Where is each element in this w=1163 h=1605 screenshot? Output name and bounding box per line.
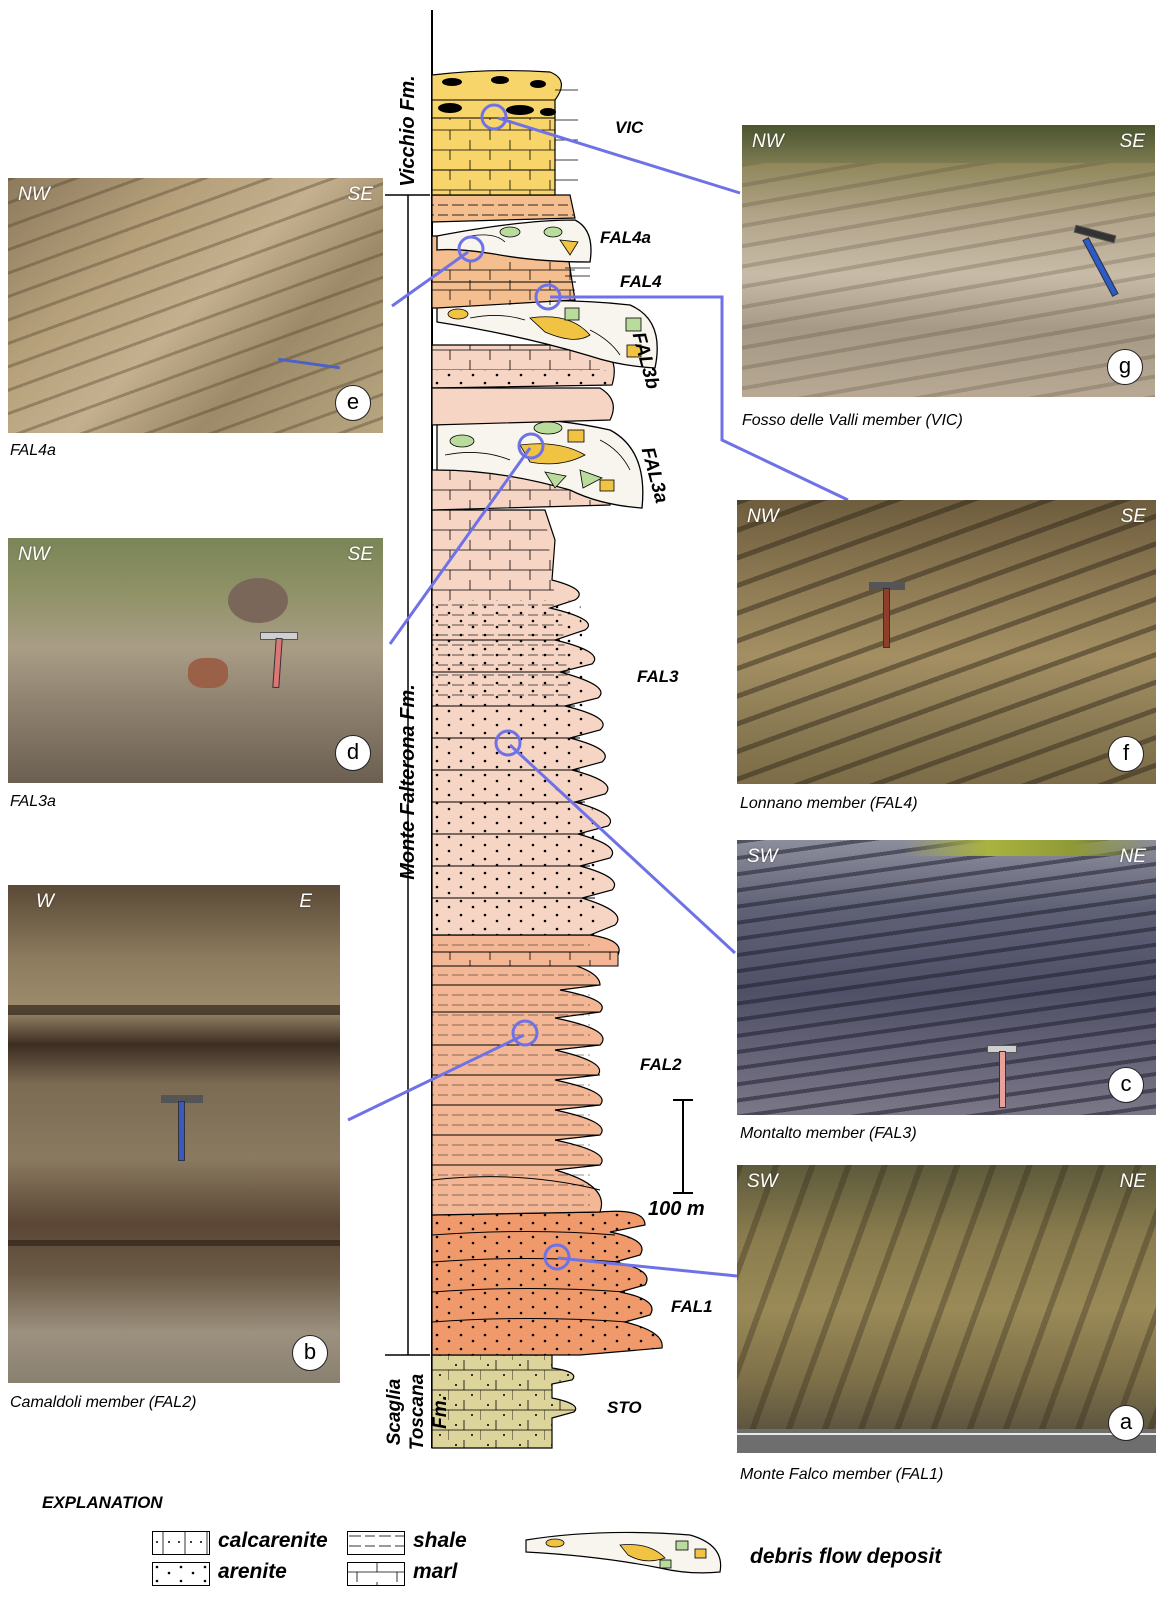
photo-c-left-direction: SW [747, 846, 778, 868]
unit-fal2 [432, 935, 619, 1215]
scale-bar [673, 1100, 693, 1193]
photo-b-left-direction: W [36, 891, 54, 913]
photo-e-badge: e [335, 385, 371, 421]
photo-e-left-direction: NW [18, 184, 50, 206]
formation-label-vicchio: Vicchio Fm. [397, 51, 423, 211]
photo-a-caption: Monte Falco member (FAL1) [740, 1466, 943, 1484]
legend-debris-symbol [526, 1532, 721, 1572]
photo-b-badge: b [292, 1335, 328, 1371]
photo-f-badge: f [1108, 736, 1144, 772]
legend-label-debris-flow: debris flow deposit [750, 1545, 941, 1569]
unit-fal3a [432, 419, 643, 510]
formation-label-falterona: Monte Falterona Fm. [397, 642, 423, 922]
photo-b-caption: Camaldoli member (FAL2) [10, 1394, 196, 1412]
photo-g-left-direction: NW [752, 131, 784, 153]
photo-a-left-direction: SW [747, 1171, 778, 1193]
unit-label-fal2: FAL2 [640, 1055, 682, 1075]
unit-label-fal1: FAL1 [671, 1297, 713, 1317]
photo-c-caption: Montalto member (FAL3) [740, 1125, 917, 1143]
photo-b-right-direction: E [299, 891, 312, 913]
photo-c-right-direction: NE [1120, 846, 1146, 868]
legend-label-shale: shale [413, 1529, 467, 1553]
photo-g-badge: g [1107, 349, 1143, 385]
photo-a: SW NE a [737, 1165, 1156, 1453]
photo-g: NW SE g [742, 125, 1155, 397]
unit-vic [432, 71, 578, 195]
photo-f-right-direction: SE [1121, 506, 1146, 528]
photo-a-badge: a [1108, 1405, 1144, 1441]
legend-label-arenite: arenite [218, 1560, 287, 1584]
unit-label-fal3: FAL3 [637, 667, 679, 687]
unit-sto [432, 1355, 576, 1448]
photo-e: NW SE e [8, 178, 383, 433]
photo-d-badge: d [335, 735, 371, 771]
unit-fal3b [432, 301, 657, 425]
legend-label-marl: marl [413, 1560, 457, 1584]
formation-label-scaglia-line1: Scaglia [383, 1357, 406, 1467]
photo-g-right-direction: SE [1120, 131, 1145, 153]
photo-a-right-direction: NE [1120, 1171, 1146, 1193]
legend-swatch-marl [347, 1562, 405, 1586]
photo-c: SW NE c [737, 840, 1156, 1115]
photo-g-caption: Fosso delle Valli member (VIC) [742, 412, 963, 430]
formation-label-scaglia: Scaglia Toscana Fm. [383, 1357, 431, 1467]
photo-b: W E b [8, 885, 340, 1383]
photo-f-caption: Lonnano member (FAL4) [740, 795, 918, 813]
photo-c-badge: c [1108, 1067, 1144, 1103]
photo-d-right-direction: SE [348, 544, 373, 566]
unit-label-vic: VIC [615, 118, 643, 138]
photo-f: NW SE f [737, 500, 1156, 784]
photo-d-caption: FAL3a [10, 793, 56, 811]
legend-title: EXPLANATION [42, 1493, 163, 1513]
legend-swatch-calcarenite [152, 1531, 210, 1555]
unit-label-fal4: FAL4 [620, 272, 662, 292]
unit-label-fal4a: FAL4a [600, 228, 651, 248]
photo-d: NW SE d [8, 538, 383, 783]
photo-f-left-direction: NW [747, 506, 779, 528]
scale-bar-label: 100 m [648, 1198, 705, 1221]
unit-fal3 [432, 510, 618, 935]
photo-e-caption: FAL4a [10, 442, 56, 460]
photo-d-left-direction: NW [18, 544, 50, 566]
photo-e-right-direction: SE [348, 184, 373, 206]
unit-label-sto: STO [607, 1398, 642, 1418]
formation-label-scaglia-line2: Toscana Fm. [406, 1357, 452, 1467]
legend-swatch-shale [347, 1531, 405, 1555]
unit-fal1 [432, 1211, 662, 1355]
legend-swatch-arenite [152, 1562, 210, 1586]
legend-label-calcarenite: calcarenite [218, 1529, 328, 1553]
